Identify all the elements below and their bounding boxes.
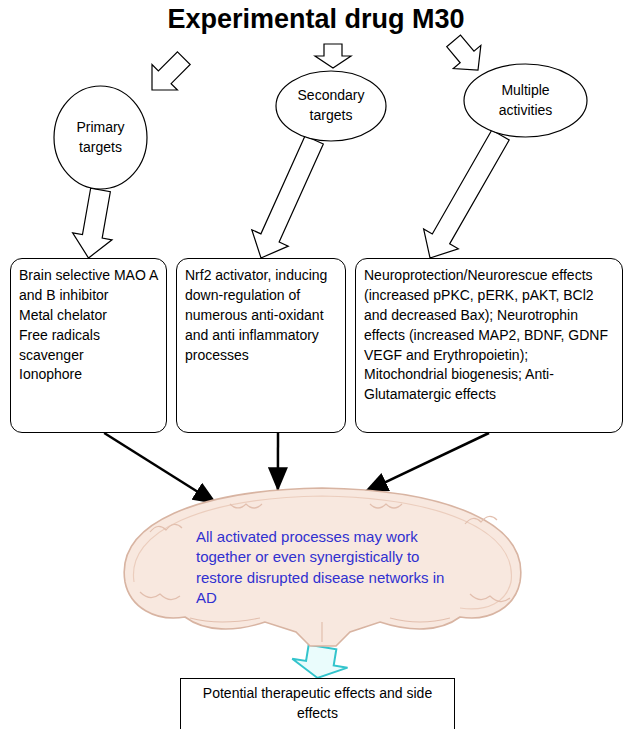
- node-text: Ionophore: [19, 365, 158, 385]
- target-ellipse: Multiple activities: [463, 63, 588, 138]
- process-box: Brain selective MAO A and B inhibitorMet…: [10, 258, 167, 433]
- process-box: Neuroprotection/Neurorescue effects (inc…: [355, 258, 623, 433]
- hollow-arrow: [315, 44, 351, 68]
- summary-text: All activated processes may work togethe…: [196, 527, 448, 608]
- block-arrow: [424, 130, 510, 258]
- outcome-box: Potential therapeutic effects and side e…: [180, 678, 455, 729]
- node-text: Metal chelator: [19, 306, 158, 326]
- text-group: Primary targets: [66, 118, 134, 158]
- text-group: Secondary targets: [291, 86, 372, 126]
- block-arrow: [73, 188, 112, 258]
- ellipse-outline: [463, 63, 588, 138]
- diagram-title: Experimental drug M30: [0, 2, 632, 36]
- node-text: Free radicals scavenger: [19, 326, 158, 366]
- node-text: Potential therapeutic effects and side e…: [189, 684, 446, 724]
- node-text: Primary targets: [66, 118, 134, 158]
- text-group: Brain selective MAO A and B inhibitorMet…: [19, 266, 158, 385]
- arrow-connector: [277, 433, 280, 490]
- arrow-connector: [104, 433, 216, 503]
- text-group: All activated processes may work togethe…: [196, 527, 448, 608]
- node-text: Secondary targets: [291, 86, 372, 126]
- ellipse-outline: [275, 70, 387, 142]
- brain-illustration: All activated processes may work togethe…: [110, 482, 535, 647]
- text-group: Neuroprotection/Neurorescue effects (inc…: [364, 266, 614, 405]
- target-ellipse: Secondary targets: [275, 70, 387, 142]
- target-ellipse: Primary targets: [53, 85, 148, 190]
- text-group: Potential therapeutic effects and side e…: [189, 684, 446, 724]
- arrow-connector: [365, 433, 489, 492]
- node-text: Neuroprotection/Neurorescue effects (inc…: [364, 266, 614, 405]
- hollow-arrow: [139, 45, 196, 102]
- text-group: Nrf2 activator, inducing down-regulation…: [185, 266, 337, 365]
- node-text: Nrf2 activator, inducing down-regulation…: [185, 266, 337, 365]
- block-arrow: [252, 136, 324, 258]
- node-text: Brain selective MAO A and B inhibitor: [19, 266, 158, 306]
- block-arrow: [292, 645, 347, 678]
- node-text: Multiple activities: [481, 81, 571, 121]
- text-group: Multiple activities: [481, 81, 571, 121]
- process-box: Nrf2 activator, inducing down-regulation…: [176, 258, 346, 433]
- ellipse-outline: [53, 85, 148, 190]
